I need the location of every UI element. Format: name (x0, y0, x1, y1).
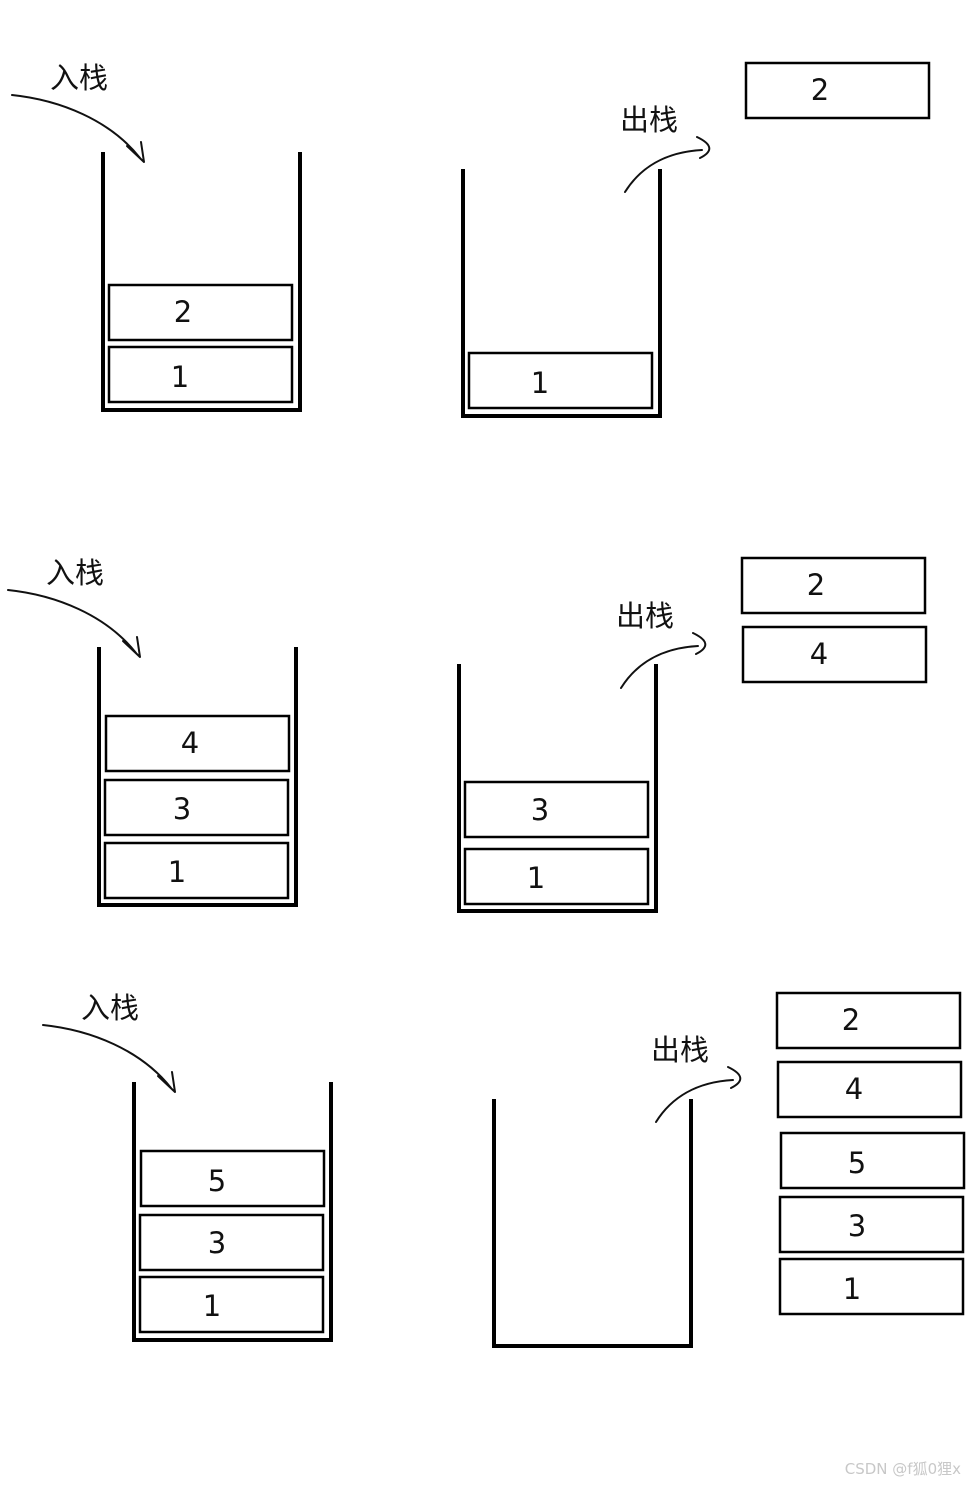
popped-box (775, 991, 962, 1050)
popped-box-label: 2 (811, 73, 829, 107)
push-stack-boxes: 5 3 1 (138, 1149, 326, 1334)
stack-box (103, 778, 290, 837)
stack-box (104, 714, 291, 773)
popped-box-label: 3 (848, 1209, 866, 1243)
popped-boxes: 2 (744, 61, 931, 120)
popped-box (744, 61, 931, 120)
stack-box-label: 1 (527, 861, 545, 895)
pop-stack-container (461, 169, 662, 418)
popped-boxes: 2 4 (740, 556, 928, 684)
stack-box-label: 3 (173, 792, 191, 826)
popped-box (778, 1195, 965, 1254)
push-arrow-icon (7, 589, 141, 658)
pop-stack-container (457, 664, 658, 913)
push-label: 入栈 (50, 61, 108, 95)
watermark: CSDN @f狐0狸x (844, 1460, 961, 1478)
stack-box (103, 841, 290, 900)
push-stack-container (132, 1082, 333, 1342)
pop-label: 出栈 (651, 1033, 709, 1067)
stack-box (107, 345, 294, 404)
stack-box (463, 780, 650, 839)
stack-box (467, 351, 654, 410)
popped-box (740, 556, 927, 615)
pop-arrow-icon (624, 136, 711, 193)
push-stack-boxes: 2 1 (107, 283, 294, 404)
pop-arrow-icon (620, 632, 707, 689)
pop-label: 出栈 (620, 103, 678, 137)
stack-box-label: 5 (208, 1164, 226, 1198)
pop-stack-boxes: 1 (467, 351, 654, 410)
push-label: 入栈 (46, 556, 104, 590)
push-stack-container (97, 647, 298, 907)
push-stack-boxes: 4 3 1 (103, 714, 291, 900)
pop-stack-container (492, 1099, 693, 1348)
push-arrow-icon (42, 1024, 176, 1093)
stack-box (463, 847, 650, 906)
stack-box-label: 3 (208, 1226, 226, 1260)
pop-stack-boxes: 3 1 (463, 780, 650, 906)
stack-box-label: 1 (531, 366, 549, 400)
stack-box-label: 4 (181, 726, 199, 760)
stack-box-label: 1 (203, 1289, 221, 1323)
popped-box-label: 2 (842, 1003, 860, 1037)
popped-boxes: 2 4 5 3 1 (775, 991, 966, 1316)
popped-box (741, 625, 928, 684)
push-label: 入栈 (81, 991, 139, 1025)
stack-box (138, 1275, 325, 1334)
stack-box (139, 1149, 326, 1208)
stack-box (138, 1213, 325, 1272)
popped-box (779, 1131, 966, 1190)
popped-box-label: 1 (843, 1272, 861, 1306)
row-2: 入栈 4 3 1 出栈 3 1 2 4 (7, 556, 928, 913)
stack-box-label: 1 (171, 360, 189, 394)
pop-arrow-icon (655, 1066, 742, 1123)
stack-box-label: 1 (168, 855, 186, 889)
popped-box (778, 1257, 965, 1316)
popped-box-label: 4 (845, 1072, 863, 1106)
push-arrow-icon (11, 94, 145, 163)
popped-box-label: 4 (810, 637, 828, 671)
row-3: 入栈 5 3 1 出栈 2 4 5 3 1 (42, 991, 966, 1348)
stack-box-label: 3 (531, 793, 549, 827)
row-1: 入栈 2 1 出栈 1 2 (11, 61, 931, 418)
popped-box-label: 2 (807, 568, 825, 602)
popped-box (776, 1060, 963, 1119)
popped-box-label: 5 (848, 1146, 866, 1180)
push-stack-container (101, 152, 302, 412)
stack-box-label: 2 (174, 295, 192, 329)
pop-label: 出栈 (616, 599, 674, 633)
stack-box (107, 283, 294, 342)
